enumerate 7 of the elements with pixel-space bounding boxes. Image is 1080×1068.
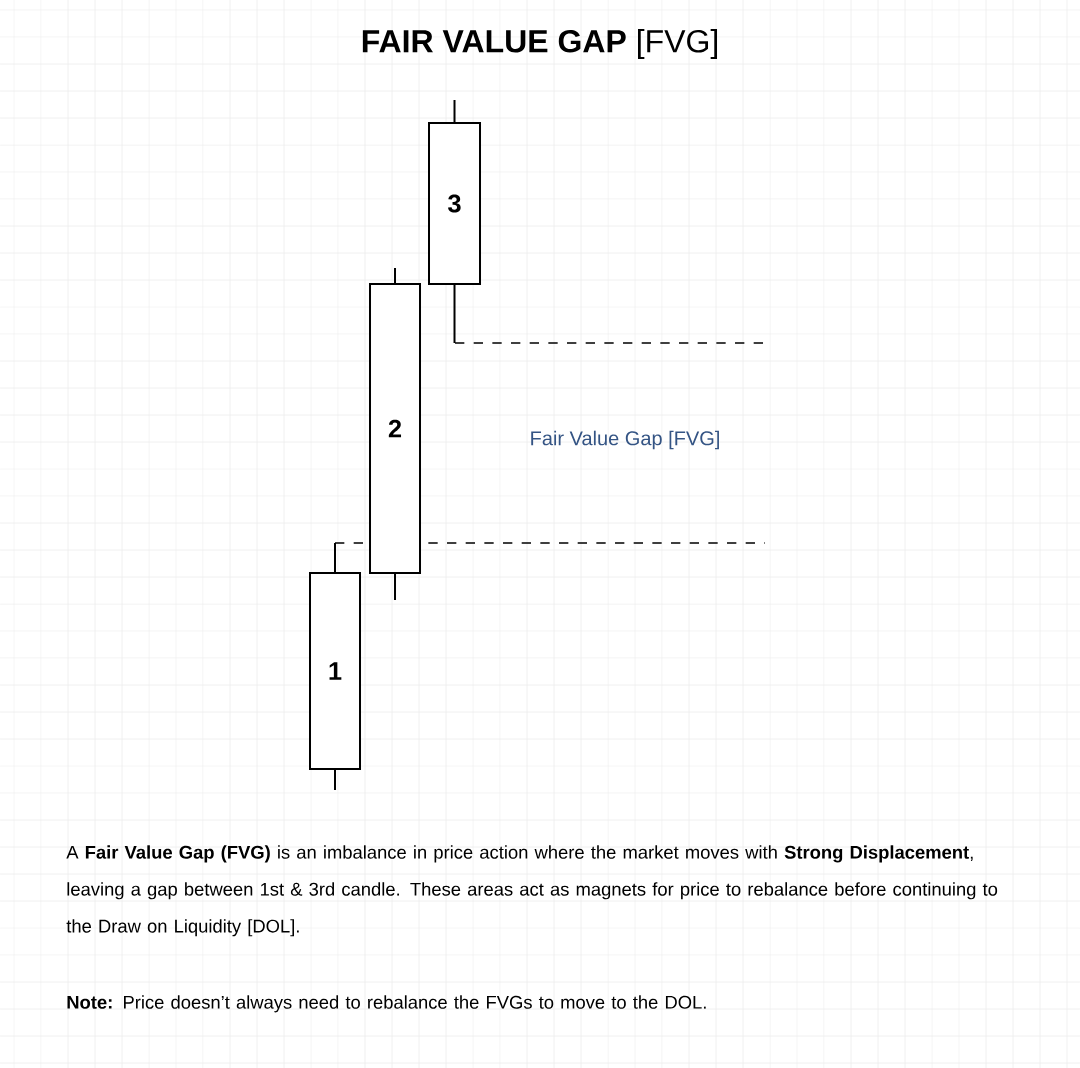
title: FAIR VALUE GAP [FVG] (362, 29, 717, 59)
candle-body: 3 (428, 122, 481, 285)
note-text: Note: Price doesn’t always need to rebalance the FVGs to move to the DOL. (67, 995, 706, 1013)
candle-body: 2 (369, 283, 421, 574)
gap-label: Fair Value Gap [FVG] (531, 430, 719, 450)
candle-body: 1 (309, 572, 361, 770)
description-text: A Fair Value Gap (FVG) is an imbalance in price action where the market moves with Strong Displacement, leaving a gap between 1st & 3rd candle. These areas act as magnets for price to rebalance before continuing to the Draw on Liquidity [DOL]. (66, 845, 998, 937)
